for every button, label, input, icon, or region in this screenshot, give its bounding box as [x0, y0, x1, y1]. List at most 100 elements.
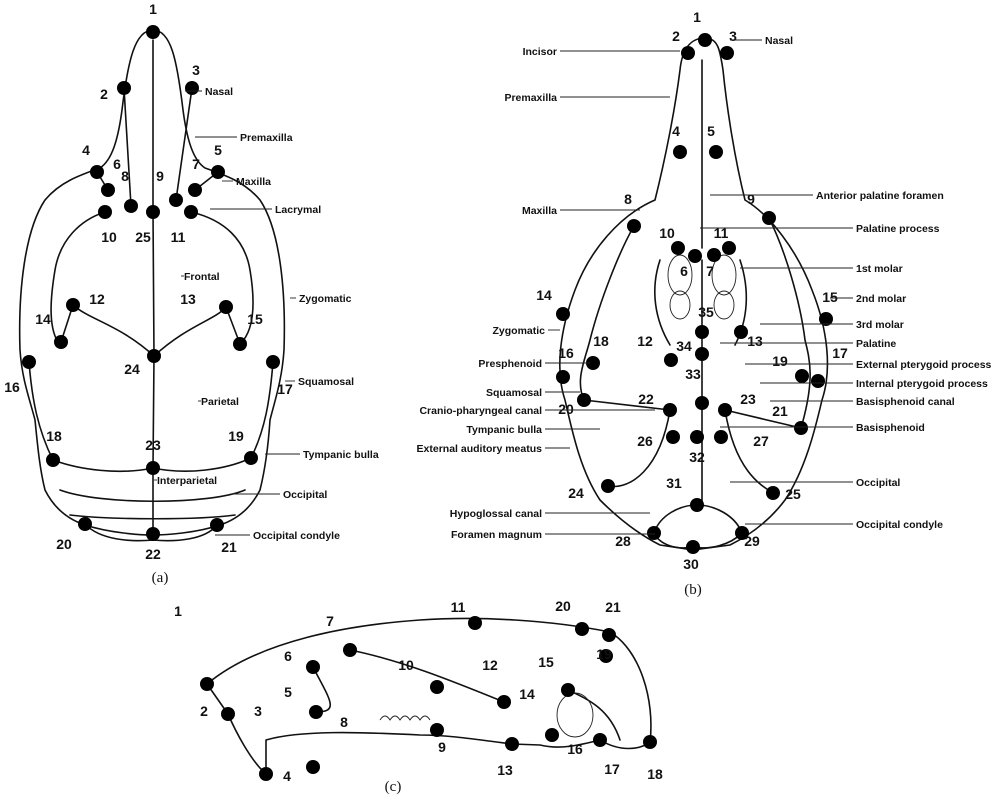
landmark-dot-b-16: [556, 370, 570, 384]
landmark-label-b-30: 30: [683, 556, 699, 572]
landmark-dot-a-18: [46, 453, 60, 467]
landmark-label-b-20: 20: [558, 401, 574, 417]
bone-label-b-3rd-molar: 3rd molar: [856, 319, 904, 331]
landmark-dot-b-29: [735, 526, 749, 540]
landmark-label-b-35: 35: [698, 304, 714, 320]
landmark-dot-c-17: [593, 733, 607, 747]
landmark-label-b-27: 27: [753, 433, 769, 449]
landmark-dot-b-22: [663, 403, 677, 417]
bone-label-b-maxilla: Maxilla: [522, 205, 557, 217]
landmark-label-a-9: 9: [156, 168, 164, 184]
bone-label-b-nasal: Nasal: [765, 35, 793, 47]
landmark-dot-c-5: [306, 760, 320, 774]
landmark-dot-c-18: [643, 735, 657, 749]
landmark-dot-a-10: [98, 205, 112, 219]
landmark-dot-a-19: [244, 451, 258, 465]
landmark-label-b-2: 2: [672, 28, 680, 44]
landmark-dot-a-4: [90, 165, 104, 179]
bone-label-b-incisor: Incisor: [523, 46, 557, 58]
landmark-label-b-1: 1: [693, 9, 701, 25]
landmark-label-a-12: 12: [89, 291, 105, 307]
landmark-label-c-7: 7: [326, 613, 334, 629]
landmark-dot-b-2: [681, 46, 695, 60]
landmark-label-a-8: 8: [121, 168, 129, 184]
landmark-dot-a-20: [78, 517, 92, 531]
landmark-label-a-10: 10: [101, 229, 117, 245]
landmark-dot-c-20: [575, 622, 589, 636]
landmark-dot-a-8: [124, 199, 138, 213]
bone-label-a-occipital: Occipital: [283, 489, 327, 501]
bone-label-b-basisphenoid-canal: Basisphenoid canal: [856, 396, 955, 408]
bone-label-b-internal-pterygoid-process: Internal pterygoid process: [856, 378, 988, 390]
landmark-label-a-11: 11: [171, 229, 186, 245]
landmark-label-b-29: 29: [744, 533, 760, 549]
landmark-label-a-2: 2: [100, 86, 108, 102]
landmark-dot-c-12: [430, 680, 444, 694]
landmark-label-c-8: 8: [340, 714, 348, 730]
landmark-dot-a-25: [146, 205, 160, 219]
bone-label-b-1st-molar: 1st molar: [856, 263, 903, 275]
landmark-label-a-18: 18: [46, 428, 62, 444]
landmark-dot-c-1: [200, 677, 214, 691]
bone-label-b-2nd-molar: 2nd molar: [856, 293, 906, 305]
landmark-label-b-15: 15: [822, 289, 838, 305]
landmark-label-c-18: 18: [647, 766, 663, 782]
landmark-label-c-16: 16: [567, 741, 583, 757]
landmark-dot-c-13: [505, 737, 519, 751]
bone-label-b-occipital-condyle: Occipital condyle: [856, 519, 943, 531]
landmark-dot-c-8: [309, 705, 323, 719]
panel-c-skull-outline: [206, 617, 652, 775]
bone-label-a-nasal: Nasal: [205, 86, 233, 98]
landmark-dot-c-9: [430, 723, 444, 737]
landmark-label-c-13: 13: [497, 762, 513, 778]
bone-label-b-premaxilla: Premaxilla: [504, 92, 557, 104]
landmark-label-b-26: 26: [637, 433, 653, 449]
bone-label-a-tympanic-bulla: Tympanic bulla: [303, 449, 379, 461]
landmark-dot-b-23: [718, 403, 732, 417]
landmark-label-c-4: 4: [283, 768, 291, 784]
landmark-label-c-14: 14: [519, 686, 535, 702]
landmark-dot-c-16: [545, 728, 559, 742]
landmark-dot-a-7: [188, 183, 202, 197]
landmark-dot-c-19: [599, 649, 613, 663]
landmark-label-a-4: 4: [82, 142, 90, 158]
landmark-label-c-15: 15: [538, 654, 554, 670]
landmark-label-c-20: 20: [555, 598, 571, 614]
landmark-dot-a-16: [22, 355, 36, 369]
bone-label-b-squamosal: Squamosal: [486, 387, 542, 399]
panel-caption-c: (c): [385, 779, 402, 795]
landmark-label-b-31: 31: [666, 475, 682, 491]
landmark-label-b-33: 33: [685, 366, 701, 382]
landmark-dot-a-24: [147, 349, 161, 363]
landmark-dot-b-27: [714, 430, 728, 444]
landmark-dot-b-31: [690, 498, 704, 512]
landmark-label-b-10: 10: [659, 225, 675, 241]
landmark-dot-a-22: [146, 527, 160, 541]
bone-label-b-cranio-pharyngeal-canal: Cranio-pharyngeal canal: [419, 405, 542, 417]
bone-label-a-squamosal: Squamosal: [298, 376, 354, 388]
landmark-dot-b-20: [577, 393, 591, 407]
landmark-label-b-21: 21: [772, 403, 788, 419]
landmark-dot-c-15: [561, 683, 575, 697]
bone-label-a-maxilla: Maxilla: [236, 176, 271, 188]
landmark-dot-b-10: [671, 241, 685, 255]
bone-label-b-palatine: Palatine: [856, 338, 896, 350]
landmark-dot-b-5: [709, 145, 723, 159]
landmark-label-c-17: 17: [604, 761, 620, 777]
landmark-dot-b-11: [722, 241, 736, 255]
landmark-label-b-8: 8: [624, 191, 632, 207]
landmark-label-c-1: 1: [174, 603, 182, 619]
landmark-label-b-25: 25: [785, 486, 801, 502]
bone-label-b-occipital: Occipital: [856, 477, 900, 489]
bone-label-b-zygomatic: Zygomatic: [492, 325, 545, 337]
bone-label-a-parietal: Parietal: [201, 396, 239, 408]
bone-label-a-lacrymal: Lacrymal: [275, 204, 321, 216]
landmark-dot-b-18: [586, 356, 600, 370]
landmark-dot-b-8: [627, 219, 641, 233]
landmark-dot-b-24: [601, 479, 615, 493]
landmark-label-b-13: 13: [747, 333, 763, 349]
landmark-dot-a-14: [54, 335, 68, 349]
landmark-label-b-4: 4: [672, 123, 680, 139]
landmark-label-b-18: 18: [593, 333, 609, 349]
